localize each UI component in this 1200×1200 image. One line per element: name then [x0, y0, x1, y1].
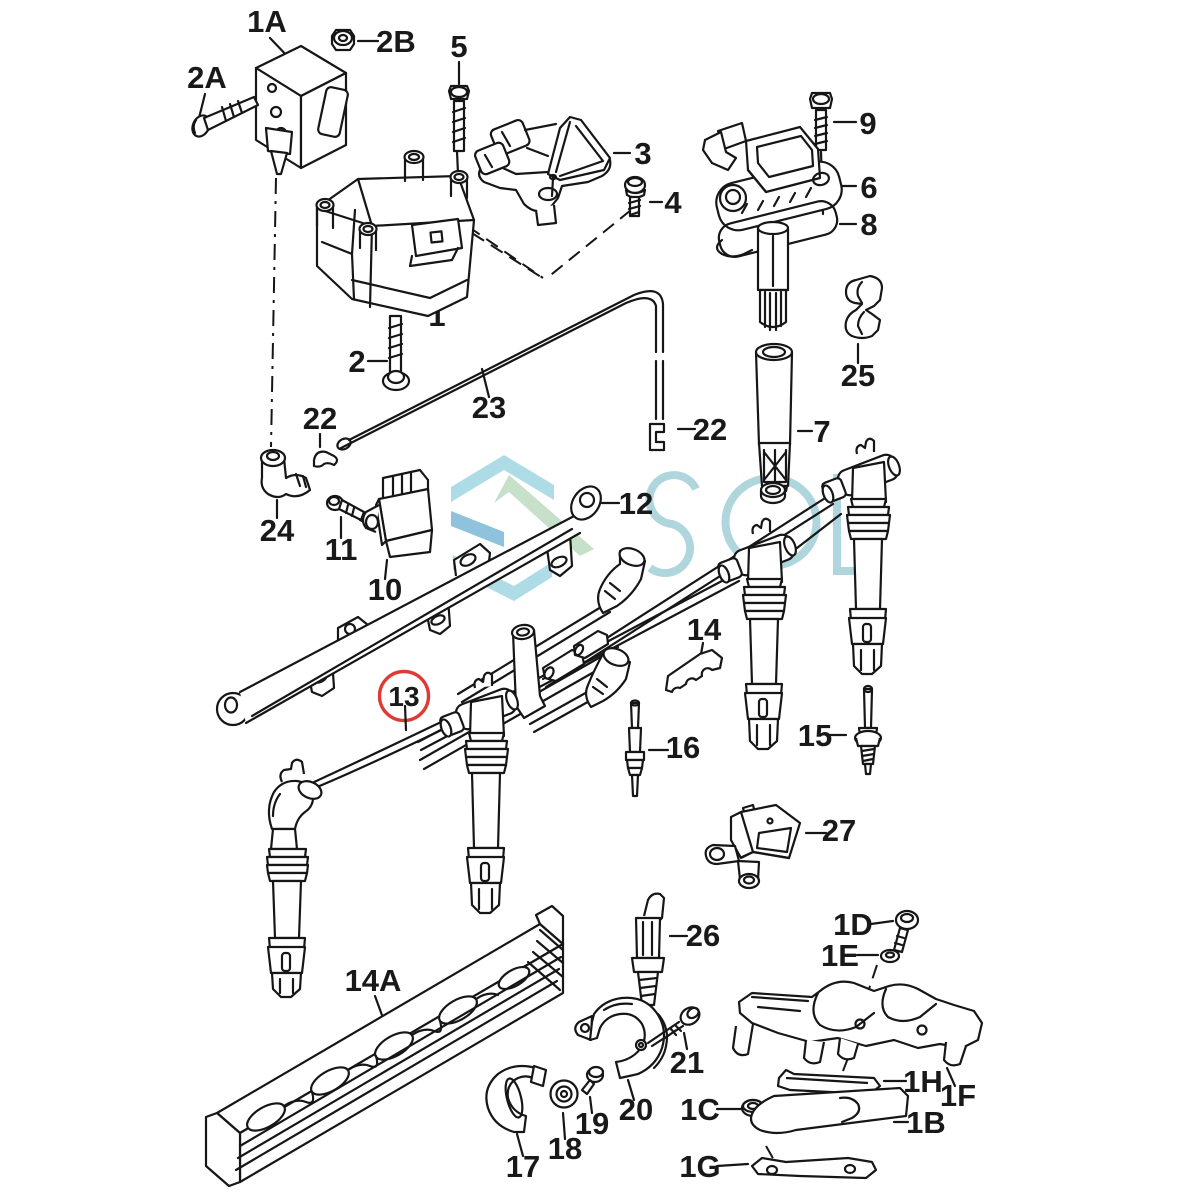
svg-text:1A: 1A	[247, 4, 287, 39]
svg-text:1F: 1F	[940, 1078, 976, 1113]
svg-text:2A: 2A	[187, 60, 227, 95]
svg-text:1B: 1B	[906, 1105, 946, 1140]
svg-text:5: 5	[450, 29, 467, 64]
svg-text:1C: 1C	[680, 1092, 720, 1127]
svg-text:1G: 1G	[679, 1149, 720, 1184]
svg-text:21: 21	[670, 1045, 704, 1080]
svg-text:12: 12	[619, 486, 653, 521]
svg-text:8: 8	[860, 207, 877, 242]
svg-text:2B: 2B	[376, 24, 416, 59]
svg-text:4: 4	[664, 185, 682, 220]
svg-text:16: 16	[666, 730, 700, 765]
svg-text:14A: 14A	[345, 963, 402, 998]
svg-text:15: 15	[798, 718, 832, 753]
svg-text:14: 14	[687, 612, 722, 647]
svg-text:1H: 1H	[903, 1064, 943, 1099]
svg-text:1E: 1E	[821, 938, 859, 973]
svg-text:6: 6	[860, 170, 877, 205]
svg-text:26: 26	[686, 918, 720, 953]
svg-text:20: 20	[619, 1092, 653, 1127]
svg-text:7: 7	[813, 414, 830, 449]
svg-text:27: 27	[822, 813, 856, 848]
svg-text:9: 9	[859, 106, 876, 141]
svg-text:1D: 1D	[833, 907, 873, 942]
svg-text:2: 2	[348, 344, 365, 379]
svg-text:22: 22	[303, 401, 337, 436]
svg-text:3: 3	[634, 136, 651, 171]
svg-text:22: 22	[693, 412, 727, 447]
